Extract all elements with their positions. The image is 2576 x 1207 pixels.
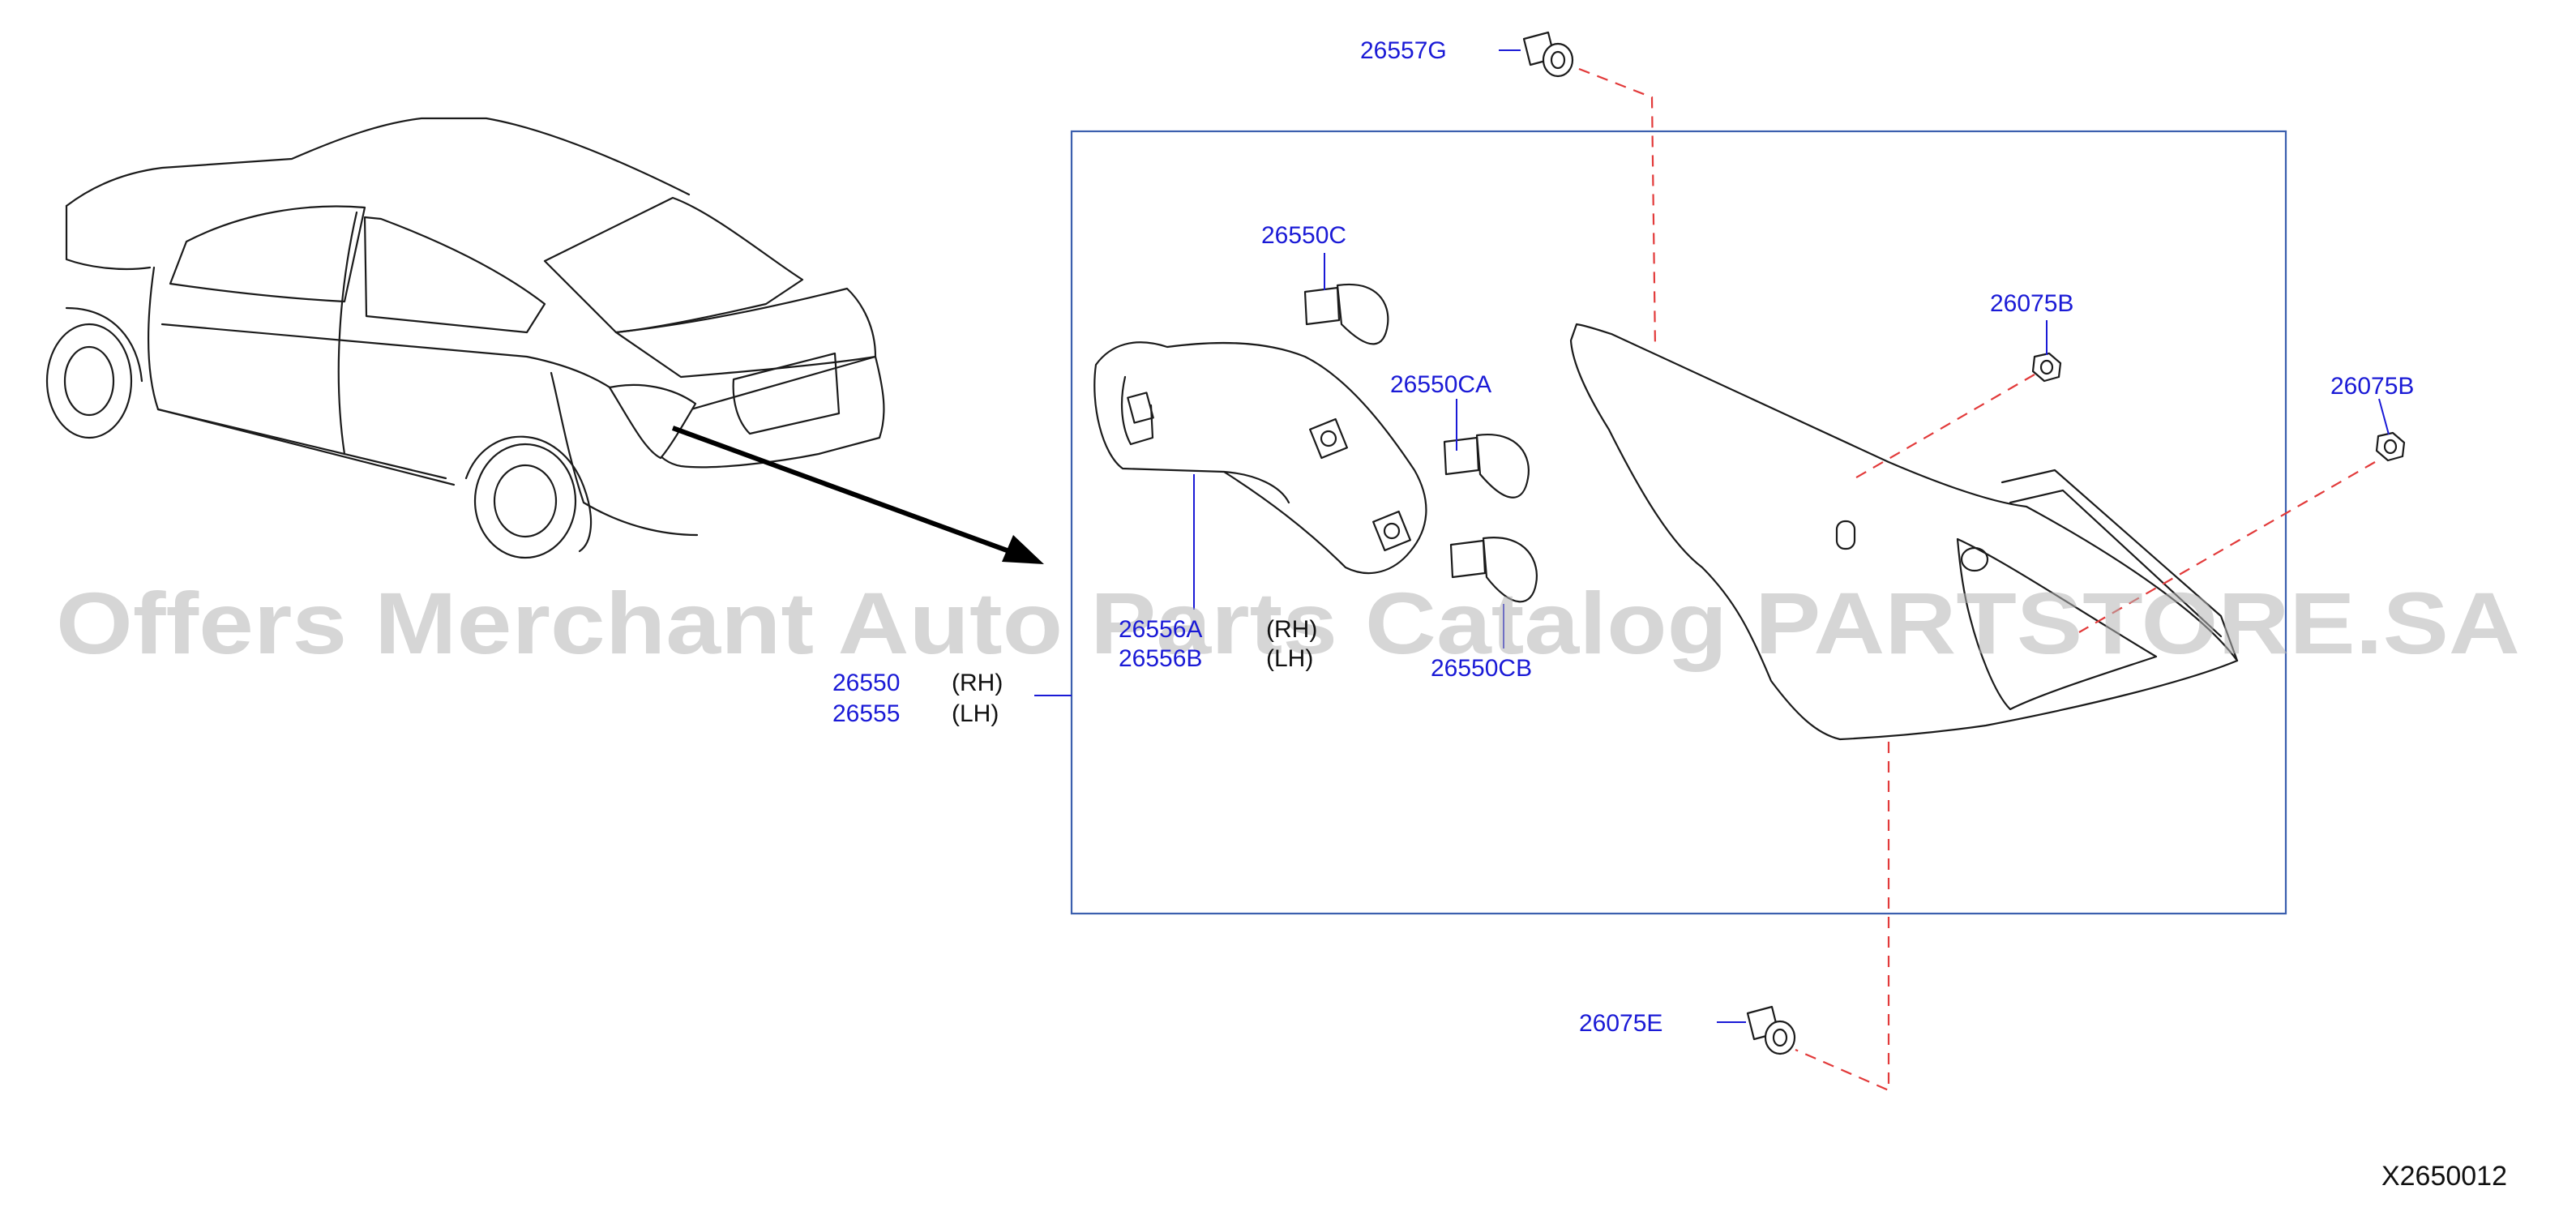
rear-wheel-arch: [464, 435, 593, 553]
callout-26075b-right[interactable]: 26075B: [2330, 373, 2414, 400]
callout-26550c[interactable]: 26550C: [1261, 222, 1346, 249]
callout-leaders: [1034, 49, 2390, 1023]
callout-26557g[interactable]: 26557G: [1360, 37, 1447, 64]
front-wheel: [45, 323, 133, 439]
watermark: Offers Merchant Auto Parts Catalog PARTS…: [56, 574, 2520, 672]
vehicle-illustration: [45, 117, 885, 559]
nut-26075b-upper[interactable]: [2031, 352, 2062, 383]
combination-lamp-part[interactable]: [1569, 323, 2239, 741]
callout-26556b-side: (LH): [1266, 645, 1313, 672]
bulb-26550cb[interactable]: [1449, 537, 1538, 603]
callout-26556a-side: (RH): [1266, 616, 1317, 643]
callout-26550[interactable]: 26550: [832, 670, 900, 696]
callout-26550-side: (RH): [952, 670, 1003, 696]
grommet-26557g[interactable]: [1522, 31, 1574, 78]
front-body: [65, 204, 152, 383]
side-windows: [169, 205, 366, 303]
callout-26550ca[interactable]: 26550CA: [1390, 371, 1491, 398]
rear-wheel-hub: [493, 464, 558, 538]
pointer-arrow: [671, 426, 1044, 564]
rear-door-window: [363, 216, 546, 334]
nut-26075b-right[interactable]: [2375, 431, 2406, 462]
callout-26555-side: (LH): [952, 700, 999, 727]
reference-code: X2650012: [2381, 1161, 2507, 1192]
rear-glass: [543, 196, 804, 334]
callout-26075e[interactable]: 26075E: [1579, 1010, 1662, 1037]
assembly-box: [1070, 130, 2287, 915]
inner-housing-part[interactable]: [1093, 341, 1427, 575]
rear-wheel: [473, 443, 577, 559]
callout-26075b-upper[interactable]: 26075B: [1990, 290, 2073, 317]
body-side: [156, 323, 699, 537]
trunk-lid: [614, 287, 877, 379]
roof-outline: [65, 117, 691, 208]
grommet-26075e[interactable]: [1746, 1005, 1796, 1055]
callout-26555[interactable]: 26555: [832, 700, 900, 727]
front-wheel-hub: [63, 345, 115, 417]
bulb-26550c[interactable]: [1303, 283, 1389, 345]
vehicle-tail-lamp: [608, 383, 697, 460]
installation-leaders: [1578, 67, 2376, 1092]
plate-recess: [732, 352, 841, 435]
bulb-26550ca[interactable]: [1443, 433, 1530, 499]
callout-26550cb[interactable]: 26550CB: [1431, 655, 1532, 682]
callout-26556a[interactable]: 26556A: [1119, 616, 1202, 643]
callout-26556b[interactable]: 26556B: [1119, 645, 1202, 672]
